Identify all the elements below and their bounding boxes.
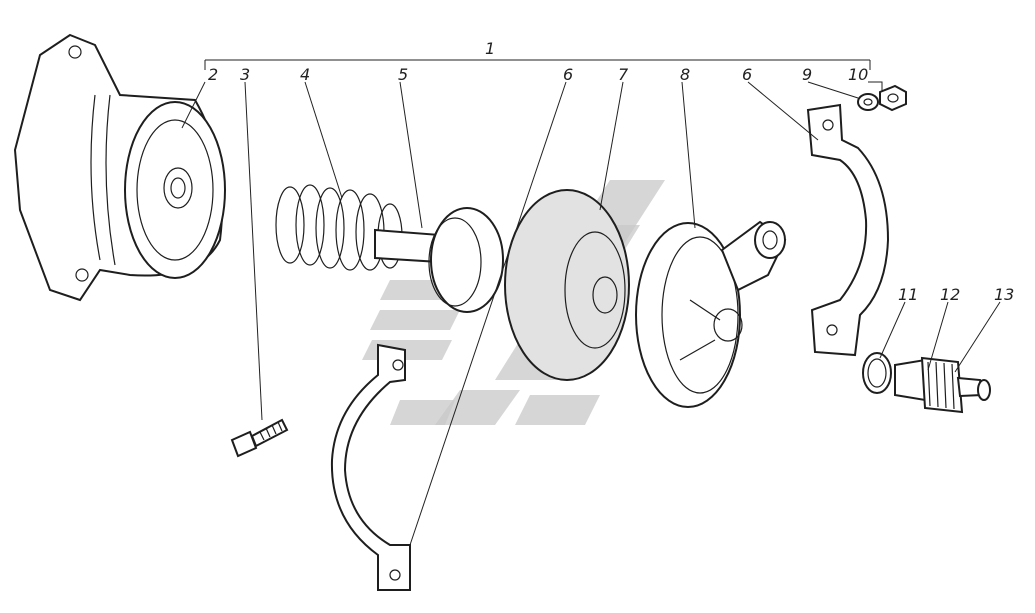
callout-11: 11 [898, 285, 918, 304]
callout-5: 5 [398, 65, 408, 84]
leader-lines [181, 81, 1001, 546]
callout-10: 10 [848, 65, 868, 84]
part-5-valve [374, 207, 504, 313]
part-12-13-fitting [894, 356, 991, 414]
part-6-clamp-lower [330, 343, 411, 591]
callout-3: 3 [240, 65, 250, 84]
callout-7: 7 [618, 65, 629, 84]
part-7-diaphragm [504, 189, 630, 381]
callout-6-right: 6 [742, 65, 752, 84]
callout-8: 8 [680, 65, 690, 84]
callout-12: 12 [940, 285, 960, 304]
callout-2: 2 [208, 65, 218, 84]
part-11-o-ring [862, 352, 892, 394]
callout-labels: 1 2 3 4 5 6 7 8 6 9 10 11 12 13 [208, 39, 1014, 304]
callout-9: 9 [802, 65, 812, 84]
callout-13: 13 [994, 285, 1014, 304]
callout-4: 4 [300, 65, 310, 84]
callout-6: 6 [563, 65, 573, 84]
part-3-bolt [230, 418, 289, 458]
part-9-washer [857, 93, 879, 111]
part-10-nut [879, 84, 907, 112]
part-2-housing [13, 33, 226, 302]
callout-1-bracket [204, 59, 871, 70]
part-6-clamp-upper [806, 103, 890, 357]
callout-1: 1 [485, 39, 495, 58]
part-8-cover [635, 220, 787, 408]
